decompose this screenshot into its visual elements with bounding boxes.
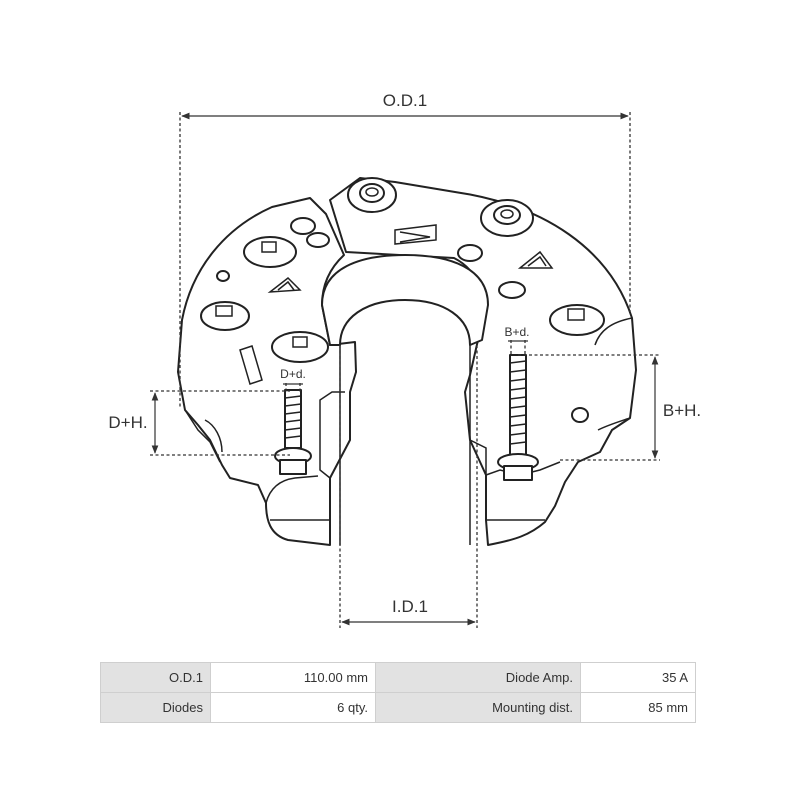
spec-value: 35 A <box>580 662 696 693</box>
spec-row: Diodes 6 qty. Mounting dist. 85 mm <box>100 692 696 723</box>
od-label: O.D.1 <box>383 91 427 110</box>
spec-value: 85 mm <box>580 692 696 723</box>
dh-label: D+H. <box>108 413 147 432</box>
right-diode-plate <box>329 177 637 546</box>
spec-value: 6 qty. <box>210 692 376 723</box>
terminal-left <box>347 177 397 213</box>
rectifier-diagram: O.D.1 I.D.1 D+H. B+H. D+d. B+d. <box>108 91 701 628</box>
spec-row: O.D.1 110.00 mm Diode Amp. 35 A <box>100 662 696 693</box>
spec-label: Diodes <box>100 692 211 723</box>
bh-label: B+H. <box>663 401 701 420</box>
spec-value: 110.00 mm <box>210 662 376 693</box>
extension-lines <box>150 112 660 628</box>
spec-label: Diode Amp. <box>375 662 581 693</box>
bd-label: B+d. <box>504 325 529 339</box>
id-label: I.D.1 <box>392 597 428 616</box>
spec-label: O.D.1 <box>100 662 211 693</box>
holes-and-markings <box>216 217 589 423</box>
diode-seats <box>200 236 605 363</box>
right-stud <box>497 354 539 481</box>
left-stud <box>274 389 312 475</box>
spec-label: Mounting dist. <box>375 692 581 723</box>
terminal-right <box>480 199 534 237</box>
dd-label: D+d. <box>280 367 306 381</box>
dimension-arrows <box>151 112 659 626</box>
spec-table: O.D.1 110.00 mm Diode Amp. 35 A Diodes 6… <box>100 662 696 723</box>
